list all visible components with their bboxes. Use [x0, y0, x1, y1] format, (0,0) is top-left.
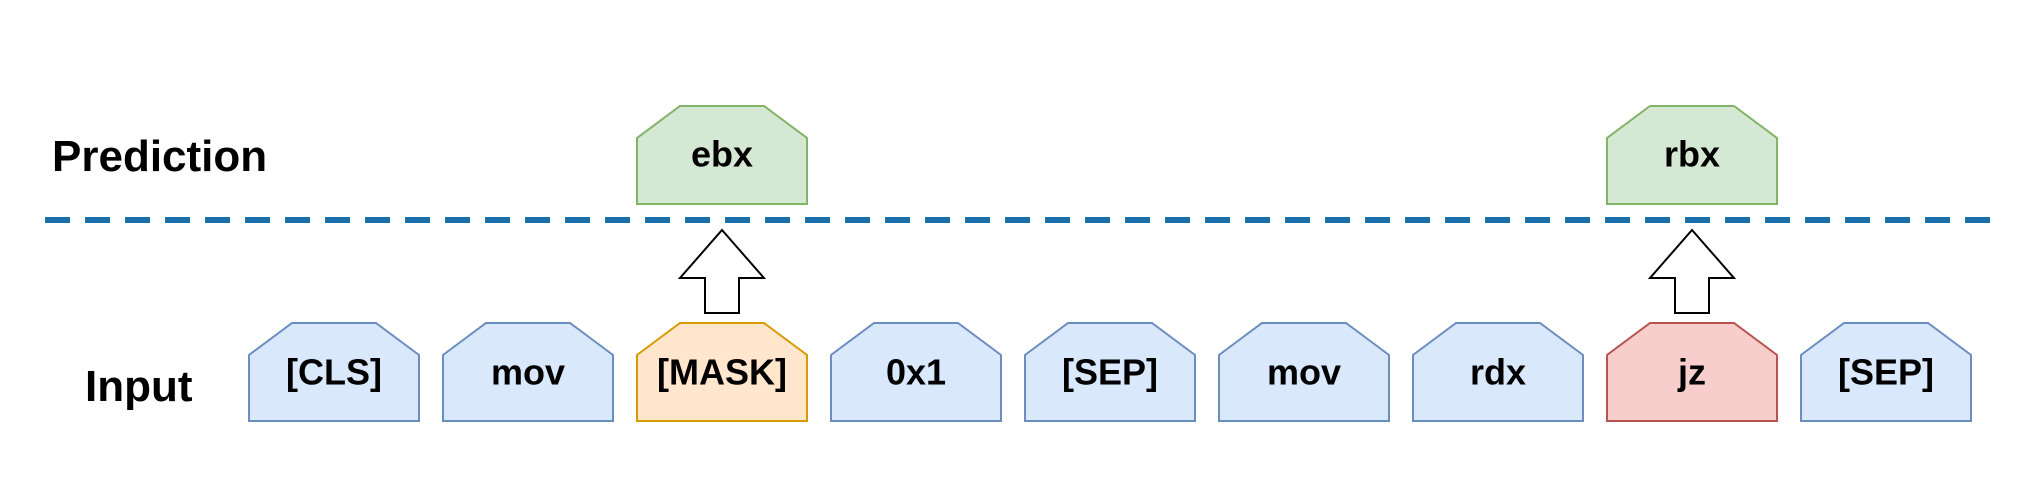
- input-token-label: [CLS]: [286, 352, 382, 393]
- input-token-label: [SEP]: [1838, 352, 1934, 393]
- input-row-label: Input: [85, 362, 193, 411]
- prediction-token-label: rbx: [1664, 134, 1720, 175]
- input-token-label: 0x1: [886, 352, 946, 393]
- input-token-box: [1606, 322, 1778, 422]
- input-token-box: [830, 322, 1002, 422]
- input-token-box: [636, 322, 808, 422]
- prediction-row-label: Prediction: [52, 132, 268, 181]
- input-token-box: [1800, 322, 1972, 422]
- up-arrow-icon: [677, 228, 767, 314]
- prediction-token-box: [1606, 105, 1778, 205]
- input-token-label: [MASK]: [657, 352, 787, 393]
- up-arrow-icon: [1647, 228, 1737, 314]
- input-token-label: mov: [1267, 352, 1341, 393]
- input-token-box: [1412, 322, 1584, 422]
- prediction-token-box: [636, 105, 808, 205]
- input-token-label: jz: [1677, 352, 1706, 393]
- input-token-box: [442, 322, 614, 422]
- input-token-box: [1218, 322, 1390, 422]
- input-token-label: [SEP]: [1062, 352, 1158, 393]
- input-token-box: [1024, 322, 1196, 422]
- input-token-label: mov: [491, 352, 565, 393]
- input-token-label: rdx: [1470, 352, 1526, 393]
- prediction-token-label: ebx: [691, 134, 753, 175]
- input-token-box: [248, 322, 420, 422]
